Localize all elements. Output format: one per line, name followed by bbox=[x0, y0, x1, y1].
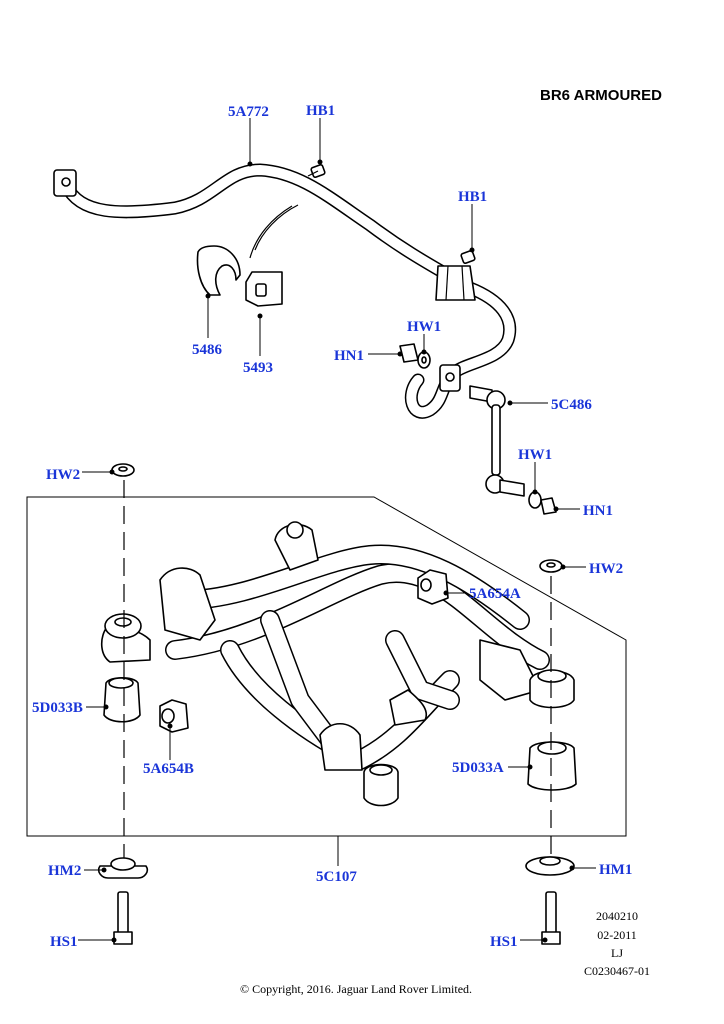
hs1-bolt-left bbox=[113, 891, 133, 945]
assembly-boundary bbox=[26, 496, 627, 837]
hm2-mount bbox=[97, 857, 149, 879]
label-hs1-left[interactable]: HS1 bbox=[50, 934, 78, 950]
bushing-5d033b bbox=[103, 676, 141, 723]
bushing-5a654a bbox=[417, 569, 449, 605]
hw2-washer-right bbox=[539, 559, 563, 573]
crossmember-5c107 bbox=[100, 521, 550, 771]
hn1-nut-top bbox=[399, 343, 419, 363]
hw2-washer-left bbox=[111, 463, 135, 477]
label-hn1-right[interactable]: HN1 bbox=[583, 503, 613, 519]
bushing-5a654b bbox=[159, 699, 189, 733]
meta-line-4: C0230467-01 bbox=[584, 964, 650, 978]
label-hs1-right[interactable]: HS1 bbox=[490, 934, 518, 950]
label-5c486[interactable]: 5C486 bbox=[551, 397, 592, 413]
bar-arc-line-2 bbox=[249, 205, 293, 259]
label-hm1[interactable]: HM1 bbox=[599, 862, 632, 878]
bushing-5493 bbox=[245, 271, 283, 307]
label-5c107[interactable]: 5C107 bbox=[316, 869, 357, 885]
label-5493[interactable]: 5493 bbox=[243, 360, 273, 376]
label-hm2[interactable]: HM2 bbox=[48, 863, 81, 879]
label-5d033b[interactable]: 5D033B bbox=[32, 700, 83, 716]
meta-line-2: 02-2011 bbox=[597, 928, 637, 942]
label-5d033a[interactable]: 5D033A bbox=[452, 760, 504, 776]
label-5a654b[interactable]: 5A654B bbox=[143, 761, 194, 777]
bushing-top-left bbox=[104, 613, 142, 639]
hb1-bolt-top bbox=[307, 164, 326, 178]
hw1-washer-top bbox=[417, 351, 431, 369]
hm1-mount bbox=[525, 856, 575, 876]
hb1-bolt-right bbox=[460, 250, 476, 264]
label-5a654a[interactable]: 5A654A bbox=[469, 586, 521, 602]
bushing-front bbox=[363, 763, 399, 807]
meta-line-1: 2040210 bbox=[596, 909, 638, 923]
label-hw2-left[interactable]: HW2 bbox=[46, 467, 80, 483]
bracket-5486 bbox=[196, 245, 241, 296]
bushing-5d033a bbox=[527, 741, 577, 791]
label-hw1-top[interactable]: HW1 bbox=[407, 319, 441, 335]
leader-lines bbox=[78, 118, 596, 943]
hn1-nut-right bbox=[540, 497, 557, 515]
bar-arc-line bbox=[254, 204, 299, 251]
bar-mount-bushing-right bbox=[435, 265, 476, 301]
diagram-title: BR6 ARMOURED bbox=[540, 87, 662, 104]
meta-line-3: LJ bbox=[611, 946, 623, 960]
label-hb1-right[interactable]: HB1 bbox=[458, 189, 487, 205]
link-5c486 bbox=[469, 385, 525, 497]
bushing-top-right bbox=[529, 669, 575, 709]
label-hw2-right[interactable]: HW2 bbox=[589, 561, 623, 577]
label-hb1-top[interactable]: HB1 bbox=[306, 103, 335, 119]
label-hn1-top[interactable]: HN1 bbox=[334, 348, 364, 364]
label-hw1-right[interactable]: HW1 bbox=[518, 447, 552, 463]
label-5a772[interactable]: 5A772 bbox=[228, 104, 269, 120]
label-5486[interactable]: 5486 bbox=[192, 342, 223, 358]
stabilizer-bar[interactable] bbox=[53, 163, 517, 419]
copyright-text: © Copyright, 2016. Jaguar Land Rover Lim… bbox=[240, 982, 472, 996]
hs1-bolt-right bbox=[541, 891, 561, 945]
